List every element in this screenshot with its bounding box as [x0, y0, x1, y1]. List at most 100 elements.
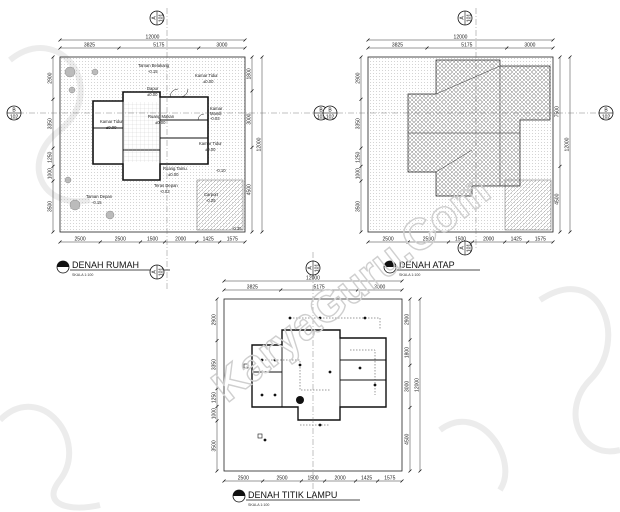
dim-top-total-label: 12000	[454, 35, 468, 41]
dim-right-label: 4500	[247, 184, 253, 195]
dim-bottom-label: 1500	[147, 237, 158, 243]
dim-tick	[366, 240, 370, 244]
dim-tick	[260, 55, 264, 59]
dim-bottom-label: 1500	[455, 237, 466, 243]
dim-tick	[197, 46, 201, 50]
section-marker-code: 102	[326, 115, 335, 121]
room-carport-level: -0.25	[206, 198, 216, 203]
dim-top-label: 5175	[153, 43, 164, 49]
dim-right-label: 3000	[247, 113, 253, 124]
dim-tick	[51, 230, 55, 234]
dim-tick	[408, 469, 412, 473]
dim-tick	[568, 55, 572, 59]
dim-top-label: 3000	[524, 43, 535, 49]
door-swings	[169, 88, 205, 121]
dim-tick	[260, 230, 264, 234]
dim-bottom-label: 2500	[423, 237, 434, 243]
section-marker-code: 101	[467, 244, 473, 253]
dim-left-label: 3500	[212, 440, 218, 451]
dim-tick	[222, 479, 226, 483]
dim-left-label: 3350	[48, 118, 54, 129]
dim-tick	[366, 38, 370, 42]
dim-top-label: 3825	[247, 285, 258, 291]
dim-tick	[217, 240, 222, 244]
dim-left-label: 1250	[356, 151, 362, 162]
plan-title: DENAH ATAP	[399, 260, 455, 270]
dim-tick	[215, 386, 219, 391]
room-kamar-tidur-2: Kamar Tidur	[100, 119, 123, 124]
plan-scale: SKALA 1:100	[248, 503, 269, 507]
dim-tick	[222, 279, 226, 283]
dim-bottom-label: 1575	[227, 237, 238, 243]
dim-tick	[408, 363, 412, 368]
carport-area	[504, 179, 552, 231]
dim-tick	[58, 46, 62, 50]
dim-tick	[58, 240, 62, 244]
dim-left-label: 1250	[212, 392, 218, 403]
dim-right-label: 7500	[555, 106, 561, 117]
dim-top-label: 5175	[461, 43, 472, 49]
dim-tick	[117, 46, 121, 50]
section-marker-code: 101	[315, 264, 321, 273]
dim-tick	[359, 55, 363, 59]
room-ruang-tamu-level: ±0.00	[168, 172, 179, 177]
dim-left-label: 1000	[48, 168, 54, 179]
dim-left-label: 3350	[356, 118, 362, 129]
dim-tick	[470, 240, 475, 244]
room-taman-depan-level: -0.15	[92, 200, 102, 205]
dim-tick	[400, 288, 404, 292]
roof-ridges	[408, 65, 520, 186]
section-marker-letter: B	[12, 108, 16, 114]
room-kamar-tidur-3-level: ±0.00	[205, 147, 216, 152]
room-kamar-tidur-1-level: ±0.00	[203, 79, 214, 84]
room-teras-depan-level: -0.03	[160, 189, 170, 194]
plan-title: DENAH RUMAH	[72, 260, 139, 270]
dim-tick	[299, 479, 304, 483]
dim-tick	[58, 38, 62, 42]
section-marker-letter: B	[319, 108, 323, 114]
section-marker-code: 101	[467, 14, 473, 23]
dim-tick	[359, 179, 363, 183]
plan-title: DENAH TITIK LAMPU	[248, 490, 337, 500]
dim-tick	[568, 230, 572, 234]
interior-walls	[252, 338, 386, 407]
plan-scale: SKALA 1:100	[72, 273, 93, 277]
house-walls	[251, 329, 387, 421]
title-block-denah-rumah: DENAH RUMAH SKALA 1:100	[56, 260, 170, 277]
title-block-denah-titik-lampu: DENAH TITIK LAMPU SKALA 1:100	[232, 489, 360, 507]
roof-outline	[407, 59, 551, 197]
switch-icon	[257, 433, 263, 439]
dim-tick	[446, 240, 451, 244]
dim-tick	[551, 240, 555, 244]
dim-right-label: 2900	[405, 314, 411, 325]
dim-right-label: 3000	[405, 381, 411, 392]
dim-tick	[222, 288, 226, 292]
room-teras-depan: Teras Depan	[154, 183, 178, 188]
dim-left-label: 2900	[212, 314, 218, 325]
room-kamar-mandi-2: Mandi	[210, 111, 221, 116]
section-marker-code: 102	[317, 115, 326, 121]
dim-tick	[250, 230, 254, 234]
dim-left-label: 1000	[212, 408, 218, 419]
dim-tick	[525, 240, 530, 244]
dim-bottom-label: 2500	[238, 476, 249, 482]
dim-right-label: 4500	[555, 193, 561, 204]
dim-tick	[558, 230, 562, 234]
dim-tick	[366, 46, 370, 50]
dim-right-total-label: 12000	[257, 137, 263, 151]
section-marker-letter: A	[460, 246, 466, 250]
dim-tick	[551, 46, 555, 50]
section-marker-letter: A	[460, 16, 466, 20]
dim-tick	[51, 164, 55, 169]
room-carport: Carport	[204, 192, 219, 197]
dim-tick	[406, 240, 410, 244]
dim-right-total-label: 12000	[415, 378, 421, 392]
dim-left-label: 2900	[356, 72, 362, 83]
section-marker-code: 102	[10, 115, 19, 121]
